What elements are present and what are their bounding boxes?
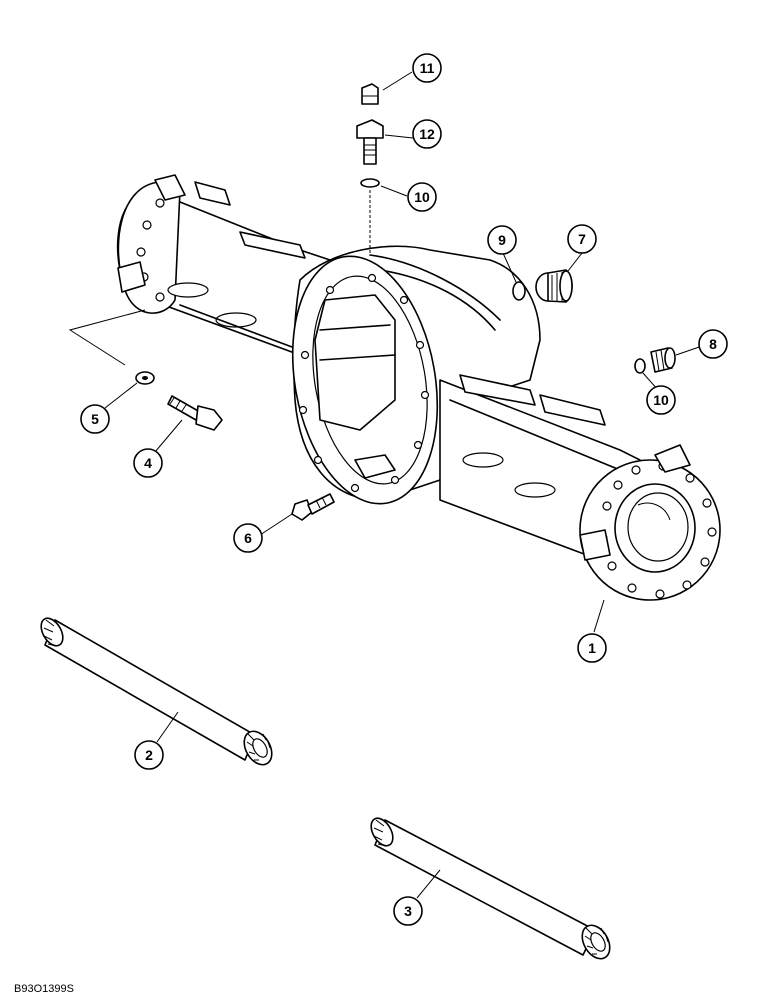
svg-text:7: 7 bbox=[578, 231, 586, 247]
svg-text:6: 6 bbox=[244, 530, 252, 546]
callout-3: 3 bbox=[393, 896, 423, 926]
o-ring-9 bbox=[512, 281, 526, 301]
svg-text:4: 4 bbox=[144, 455, 152, 471]
svg-text:9: 9 bbox=[498, 232, 506, 248]
plug-8 bbox=[650, 347, 676, 373]
callout-9: 9 bbox=[487, 225, 517, 255]
svg-text:3: 3 bbox=[404, 903, 412, 919]
callout-4: 4 bbox=[133, 448, 163, 478]
svg-text:10: 10 bbox=[653, 392, 669, 408]
svg-text:2: 2 bbox=[145, 747, 153, 763]
o-ring-lower bbox=[634, 358, 646, 374]
callout-10-upper: 10 bbox=[407, 182, 437, 212]
svg-text:12: 12 bbox=[419, 126, 435, 142]
adapter-part bbox=[356, 119, 384, 165]
axle-shaft-upper bbox=[40, 617, 273, 766]
bolt-6 bbox=[291, 493, 335, 521]
callout-5: 5 bbox=[80, 404, 110, 434]
svg-text:10: 10 bbox=[414, 189, 430, 205]
breather-part bbox=[361, 83, 379, 105]
axle-shaft-lower bbox=[370, 817, 611, 960]
svg-text:5: 5 bbox=[91, 411, 99, 427]
axle-housing bbox=[116, 174, 721, 601]
washer-5 bbox=[135, 371, 155, 385]
bolt-4 bbox=[167, 395, 223, 431]
callout-1: 1 bbox=[577, 633, 607, 663]
callout-11: 11 bbox=[412, 53, 442, 83]
callout-12: 12 bbox=[412, 119, 442, 149]
svg-text:11: 11 bbox=[420, 60, 435, 76]
svg-text:1: 1 bbox=[588, 640, 596, 656]
svg-text:8: 8 bbox=[709, 336, 717, 352]
callout-10-lower: 10 bbox=[646, 385, 676, 415]
callout-2: 2 bbox=[134, 740, 164, 770]
o-ring-upper bbox=[360, 178, 380, 188]
callout-6: 6 bbox=[233, 523, 263, 553]
callout-8: 8 bbox=[698, 329, 728, 359]
figure-code: B93O1399S bbox=[14, 983, 74, 995]
callout-7: 7 bbox=[567, 224, 597, 254]
plug-7 bbox=[535, 269, 573, 303]
